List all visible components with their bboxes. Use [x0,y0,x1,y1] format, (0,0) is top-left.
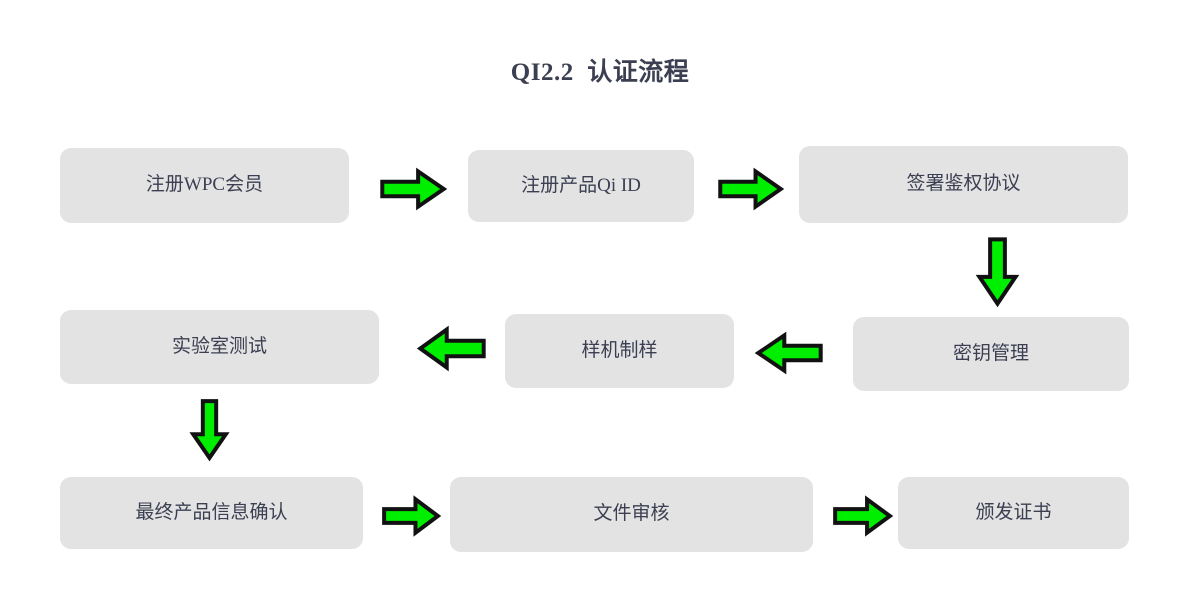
flow-arrow-down-icon [977,238,1018,305]
process-node-key-management[interactable]: 密钥管理 [853,317,1129,391]
flow-arrow-right-icon [381,169,445,209]
process-node-label: 注册WPC会员 [145,174,264,196]
flow-arrow-left-icon [419,327,485,370]
process-node-label: 最终产品信息确认 [135,501,288,523]
process-node-label: 颁发证书 [975,501,1052,523]
process-node-register-wpc-member[interactable]: 注册WPC会员 [60,148,349,223]
flow-arrow-left-icon [757,333,822,373]
process-node-label: 密钥管理 [952,342,1029,364]
page-title: QI2.2 认证流程 [510,59,690,86]
process-node-issue-certificate[interactable]: 颁发证书 [898,477,1129,549]
flow-arrow-down-icon [191,400,228,459]
process-node-prototype-sample[interactable]: 样机制样 [505,314,734,388]
process-node-document-review[interactable]: 文件审核 [450,477,813,552]
process-node-label: 样机制样 [581,339,658,361]
flow-arrow-right-icon [383,497,439,535]
process-node-final-product-info[interactable]: 最终产品信息确认 [60,477,363,549]
process-node-lab-test[interactable]: 实验室测试 [60,310,379,384]
flow-arrow-right-icon [834,497,891,535]
process-node-register-qi-id[interactable]: 注册产品Qi ID [468,150,694,222]
process-node-sign-auth-agreement[interactable]: 签署鉴权协议 [799,146,1128,223]
flow-arrow-right-icon [719,169,782,209]
process-node-label: 签署鉴权协议 [906,173,1021,195]
process-node-label: 实验室测试 [171,335,267,357]
process-node-label: 文件审核 [593,503,670,525]
process-node-label: 注册产品Qi ID [521,174,641,196]
